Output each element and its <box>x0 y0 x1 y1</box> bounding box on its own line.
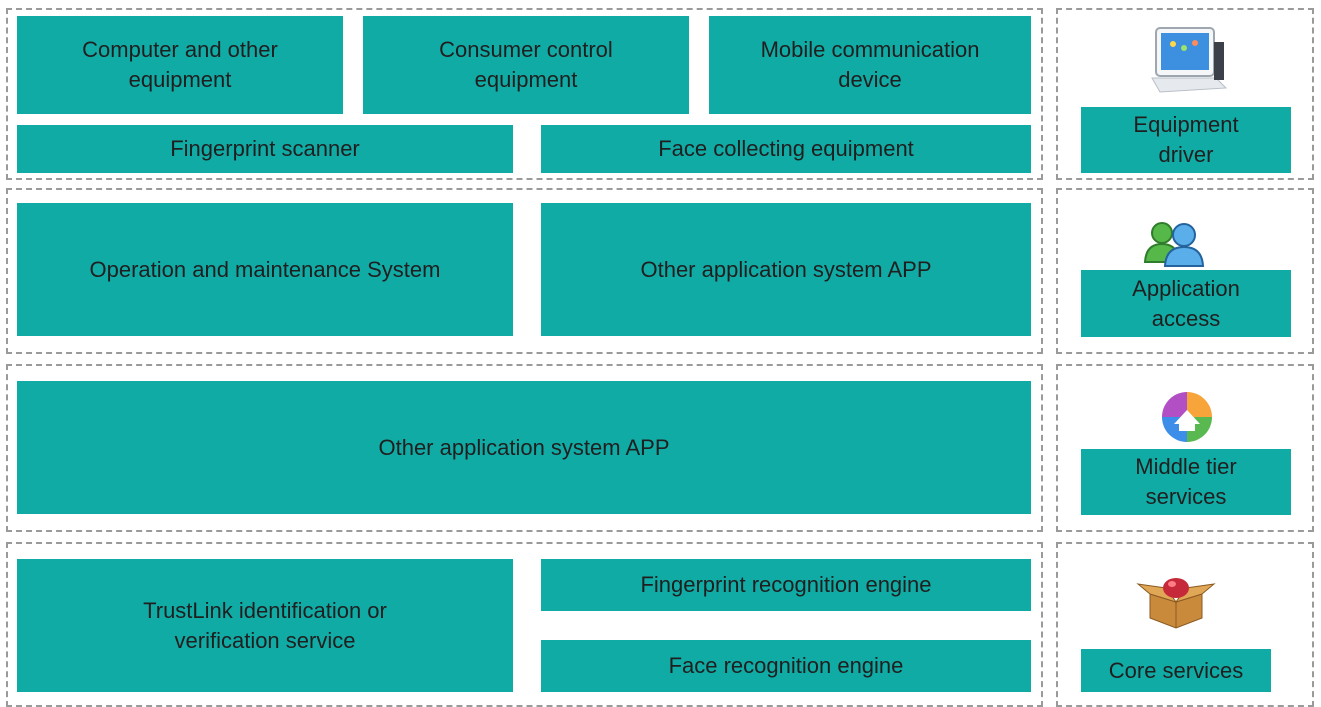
equipment-driver-label: Equipment driver <box>1081 107 1291 173</box>
middle-tier-frame <box>1056 364 1314 532</box>
equipment-layer-frame <box>6 8 1043 180</box>
computer-equipment-box: Computer and other equipment <box>17 16 343 114</box>
middle-layer-frame <box>6 364 1043 532</box>
tablet-device-icon <box>1151 27 1228 93</box>
application-access-frame <box>1056 188 1314 354</box>
core-services-label: Core services <box>1081 649 1271 692</box>
face-collecting-equipment-box: Face collecting equipment <box>541 125 1031 173</box>
face-recognition-engine-box: Face recognition engine <box>541 640 1031 692</box>
middle-application-system-box: Other application system APP <box>17 381 1031 514</box>
picasa-logo-icon <box>1162 392 1212 442</box>
application-access-label: Application access <box>1081 270 1291 337</box>
fingerprint-recognition-engine-box: Fingerprint recognition engine <box>541 559 1031 611</box>
mobile-communication-device-box: Mobile communication device <box>709 16 1031 114</box>
fingerprint-scanner-box: Fingerprint scanner <box>17 125 513 173</box>
trustlink-service-box: TrustLink identification or verification… <box>17 559 513 692</box>
operation-maintenance-system-box: Operation and maintenance System <box>17 203 513 336</box>
equipment-driver-frame <box>1056 8 1314 180</box>
application-layer-frame <box>6 188 1043 354</box>
consumer-control-equipment-box: Consumer control equipment <box>363 16 689 114</box>
users-icon <box>1143 222 1205 267</box>
open-box-gem-icon <box>1136 578 1216 629</box>
middle-tier-services-label: Middle tier services <box>1081 449 1291 515</box>
other-application-system-box: Other application system APP <box>541 203 1031 336</box>
